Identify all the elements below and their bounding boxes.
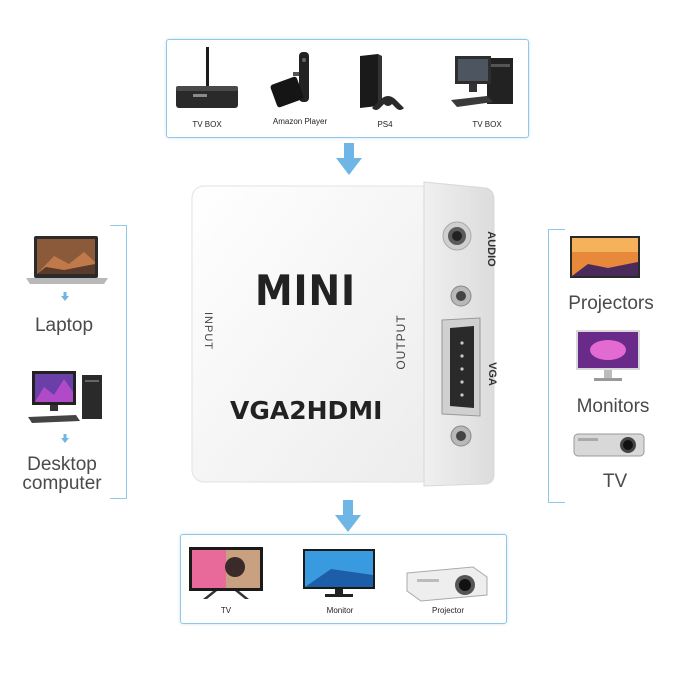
desktop-computer-image	[28, 371, 102, 423]
arrow-down-icon	[61, 434, 69, 443]
top-sources-panel: TV BOX Amazon Player PS4 TV BOX	[166, 39, 529, 138]
projector-screen-image	[570, 236, 640, 278]
bottom-output-label: Monitor	[326, 606, 354, 615]
left-source-label: Laptop	[34, 315, 94, 336]
top-source-label: PS4	[377, 120, 393, 129]
bottom-outputs-panel: TV Monitor Projector	[180, 534, 507, 624]
desktop-pc-image	[451, 56, 513, 107]
vga2hdmi-device-image	[191, 181, 495, 487]
arrow-down-icon	[336, 143, 362, 175]
top-source-label: Amazon Player	[272, 117, 328, 126]
left-source-label: Desktop computer	[22, 454, 102, 494]
device-input-label: INPUT	[202, 312, 214, 350]
device-output-label: OUTPUT	[394, 314, 408, 370]
projector-image	[573, 433, 645, 457]
arrow-down-icon	[61, 292, 69, 301]
device-audio-label: AUDIO	[485, 231, 497, 267]
right-bracket	[548, 229, 565, 503]
right-output-label: TV	[602, 471, 628, 492]
bottom-output-label: TV	[220, 606, 232, 615]
monitor-image	[303, 549, 375, 597]
laptop-image	[26, 236, 108, 284]
amazon-player-image	[270, 52, 309, 108]
tv-image	[189, 547, 263, 599]
tv-box-image	[176, 47, 238, 108]
arrow-down-icon	[335, 500, 361, 532]
ps4-image	[360, 54, 404, 110]
device-vga-label: VGA	[486, 362, 498, 386]
monitor-image	[576, 330, 640, 381]
bottom-output-label: Projector	[431, 606, 464, 615]
device-brand-text: MINI	[255, 266, 356, 315]
top-source-label: TV BOX	[472, 120, 502, 129]
top-source-label: TV BOX	[192, 120, 222, 129]
right-output-label: Monitors	[576, 396, 650, 417]
projector-image	[406, 566, 488, 602]
left-bracket	[110, 225, 127, 499]
device-model-text: VGA2HDMI	[230, 396, 383, 425]
right-output-label: Projectors	[568, 293, 654, 314]
